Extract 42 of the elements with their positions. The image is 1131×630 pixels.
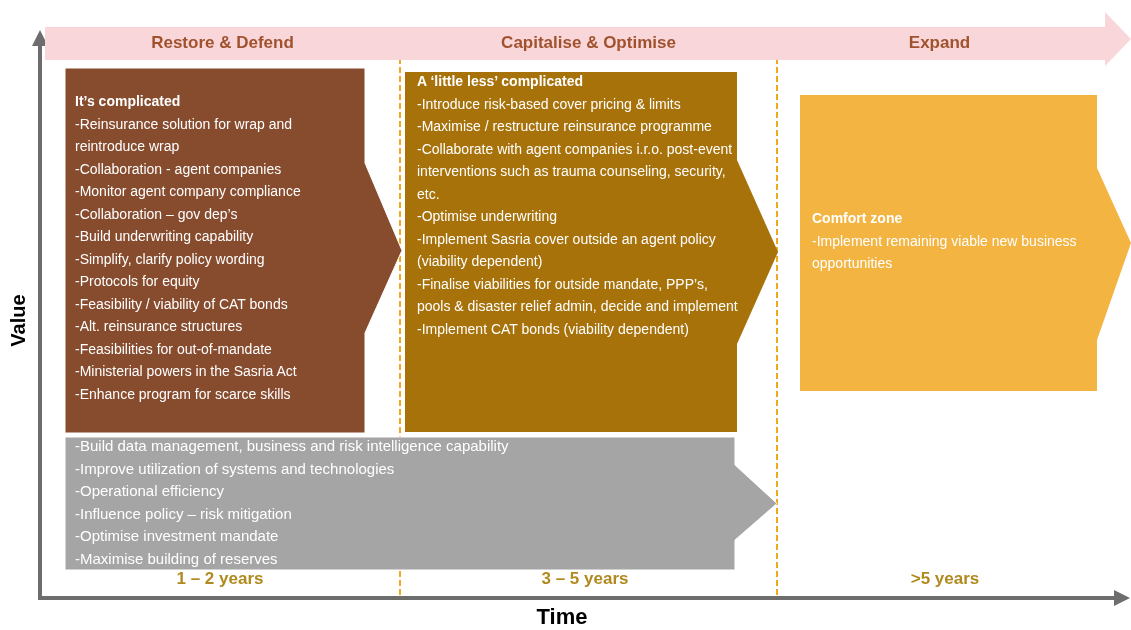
box-heading: Comfort zone xyxy=(812,209,903,228)
bullet-item: -Optimise investment mandate xyxy=(75,526,279,547)
bullet-item: -Protocols for equity xyxy=(75,272,200,291)
axis-title: Value xyxy=(6,293,30,347)
bullet-item: -Optimise underwriting xyxy=(417,207,558,226)
box-heading: It’s complicated xyxy=(75,92,181,111)
bullet-item: -Implement CAT bonds (viability dependent) xyxy=(417,319,689,339)
phase-band xyxy=(45,12,1131,66)
text-panel xyxy=(800,95,1131,391)
text-panel xyxy=(65,437,777,570)
period-label: 3 – 5 years xyxy=(541,569,629,589)
bullet-item: -Influence policy – risk mitigation xyxy=(75,503,292,524)
bullet-item: -Alt. reinsurance structures xyxy=(75,317,243,336)
box-heading: A ‘little less’ complicated xyxy=(417,72,583,91)
bullet-item: -Reinsurance solution for wrap and reintroduce wrap xyxy=(75,114,294,156)
phase-label: Expand xyxy=(907,33,972,53)
bullet-item: -Implement remaining viable new business opportunities xyxy=(812,231,1078,273)
bullet-item: -Feasibilities for out-of-mandate xyxy=(75,339,272,359)
bullet-item: -Monitor agent company compliance xyxy=(75,182,301,201)
bullet-item: -Maximise building of reserves xyxy=(75,548,278,569)
bullet-item: -Build data management, business and risk intelligence capability xyxy=(75,436,509,456)
bullet-item: -Introduce risk-based cover pricing & limits xyxy=(417,94,681,114)
phase-label: Capitalise & Optimise xyxy=(500,33,677,53)
bullet-item: -Feasibility / viability of CAT bonds xyxy=(75,294,288,314)
bullet-item: -Operational efficiency xyxy=(75,481,224,502)
bullet-item: -Enhance program for scarce skills xyxy=(75,384,291,404)
bullet-item: -Build underwriting capability xyxy=(75,227,254,246)
period-label: >5 years xyxy=(910,569,980,589)
axis-title: Time xyxy=(536,604,588,630)
phase-label: Restore & Defend xyxy=(150,33,295,53)
bullet-item: -Ministerial powers in the Sasria Act xyxy=(75,362,297,381)
bullet-item: -Simplify, clarify policy wording xyxy=(75,249,265,269)
bullet-item: -Collaboration - agent companies xyxy=(75,159,282,179)
bullet-item: -Finalise viabilities for outside mandate, PPP’s, pools & disaster relief admin, decide and implement xyxy=(417,274,739,316)
text-panel xyxy=(405,72,778,432)
bullet-item: -Maximise / restructure reinsurance programme xyxy=(417,117,712,136)
bullet-item: -Implement Sasria cover outside an agent policy (viability dependent) xyxy=(417,229,717,271)
bullet-item: -Collaboration – gov dep’s xyxy=(75,204,238,224)
bullet-item: -Improve utilization of systems and technologies xyxy=(75,458,395,479)
period-label: 1 – 2 years xyxy=(176,569,264,589)
bullet-item: -Collaborate with agent companies i.r.o. post-event interventions such as trauma counseling, security, etc. xyxy=(417,139,734,204)
text-panel xyxy=(65,68,402,433)
